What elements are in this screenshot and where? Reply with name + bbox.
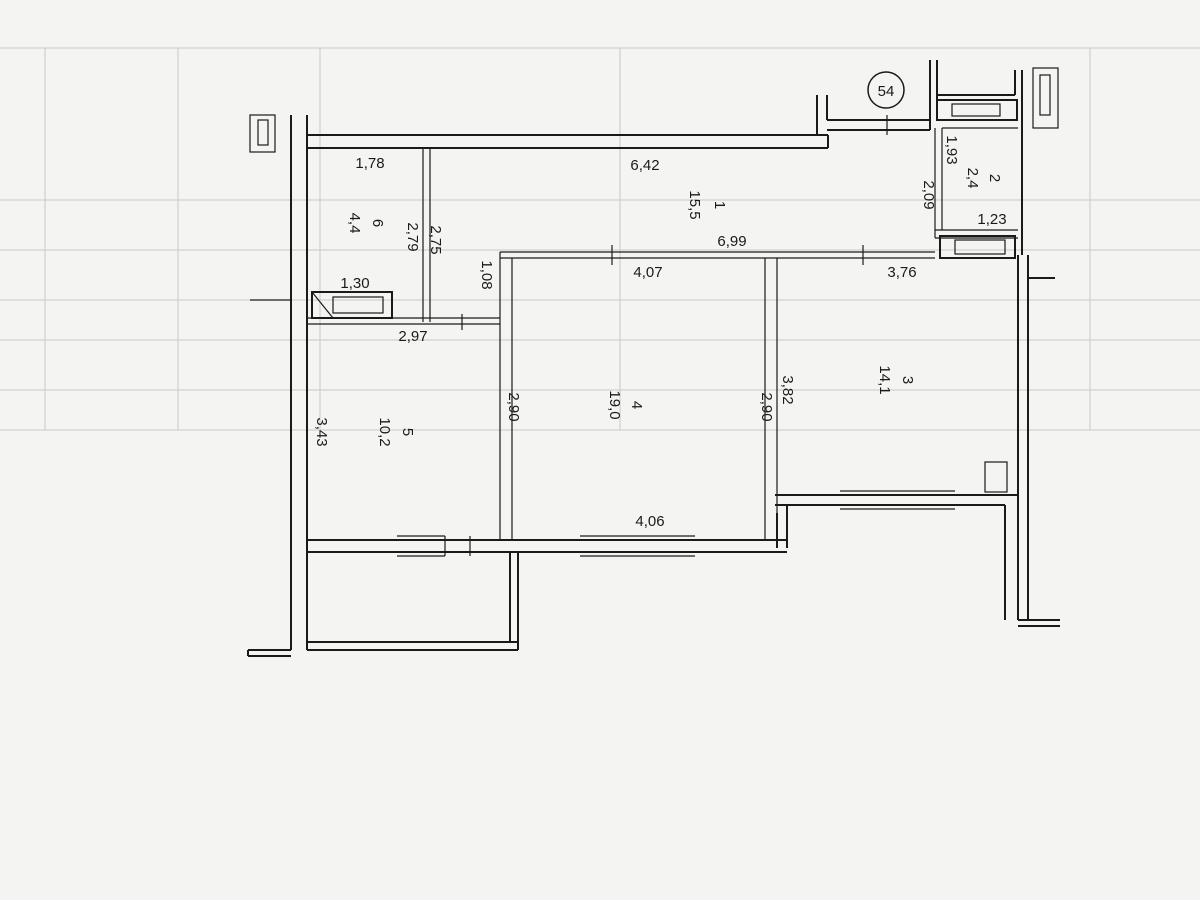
room-labels: 1 15,5 2 2,4 3 14,1 4 19,0 5 10,2 6 4,4	[346, 168, 1003, 447]
dim-1-93: 1,93	[943, 135, 960, 164]
dim-1-78: 1,78	[355, 155, 384, 172]
room-2-area: 2,4	[964, 168, 981, 189]
dimension-labels: 1,78 6,42 6,99 4,07 3,76 1,30 2,97 4,06 …	[313, 135, 1007, 530]
room-5-number: 5	[399, 428, 416, 436]
room-2-number: 2	[986, 174, 1003, 182]
room-1-area: 15,5	[686, 190, 703, 219]
dim-2-90-right: 2,90	[758, 392, 775, 421]
dim-1-23: 1,23	[977, 211, 1006, 228]
dim-2-90-left: 2,90	[505, 392, 522, 421]
room-4-area: 19,0	[606, 390, 623, 419]
room-6-area: 4,4	[346, 213, 363, 234]
apartment-number-badge: 54	[867, 71, 905, 109]
room-6-number: 6	[369, 219, 386, 227]
dim-4-07: 4,07	[633, 264, 662, 281]
dim-2-09: 2,09	[920, 180, 937, 209]
walls	[247, 60, 1060, 657]
room-5-area: 10,2	[376, 417, 393, 446]
dim-6-42: 6,42	[630, 157, 659, 174]
dim-2-79: 2,79	[404, 222, 421, 251]
dim-1-08: 1,08	[478, 260, 495, 289]
dim-2-97: 2,97	[398, 328, 427, 345]
dim-1-30: 1,30	[340, 275, 369, 292]
background-grid	[0, 47, 1200, 431]
room-4-number: 4	[628, 401, 645, 409]
dim-2-75: 2,75	[427, 225, 444, 254]
dim-3-82: 3,82	[779, 375, 796, 404]
apartment-number: 54	[878, 83, 895, 100]
dim-3-76: 3,76	[887, 264, 916, 281]
room-1-number: 1	[711, 201, 728, 209]
interior-walls	[307, 99, 1018, 557]
dim-4-06: 4,06	[635, 513, 664, 530]
room-3-area: 14,1	[876, 365, 893, 394]
room-3-number: 3	[899, 376, 916, 384]
dim-3-43: 3,43	[313, 417, 330, 446]
dim-6-99: 6,99	[717, 233, 746, 250]
